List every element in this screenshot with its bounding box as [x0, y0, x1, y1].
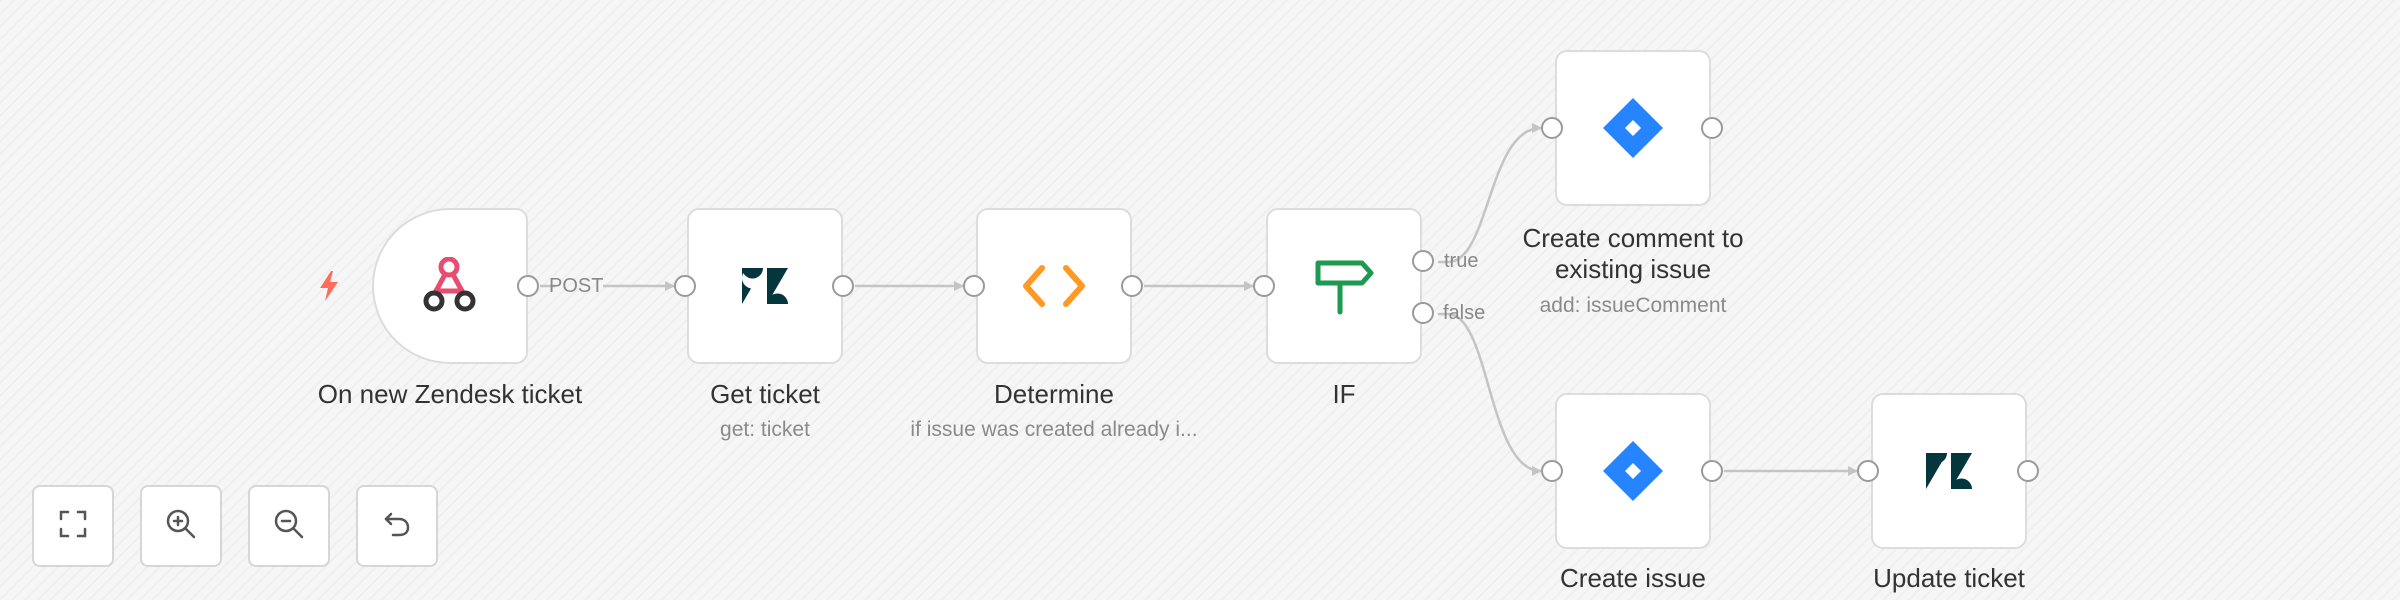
output-port-create-issue[interactable] [1701, 460, 1723, 482]
input-port-determine[interactable] [963, 275, 985, 297]
node-label-update-ticket: Update ticket [1873, 563, 2025, 593]
zendesk-icon [740, 266, 790, 306]
node-create-comment[interactable] [1555, 50, 1711, 206]
node-determine[interactable] [976, 208, 1132, 364]
edge-label-post: POST [549, 275, 604, 297]
node-label-create-comment-line1: Create comment to [1522, 223, 1744, 253]
node-label-on-new-zendesk-ticket: On new Zendesk ticket [317, 379, 583, 409]
fit-view-button[interactable] [32, 485, 114, 567]
node-sublabel-create-comment: add: issueComment [1539, 294, 1727, 317]
jira-icon [1601, 439, 1665, 503]
input-port-update-ticket[interactable] [1857, 460, 1879, 482]
zoom-out-icon [273, 508, 305, 545]
output-port-create-comment[interactable] [1701, 117, 1723, 139]
input-port-get-ticket[interactable] [674, 275, 696, 297]
node-update-ticket[interactable] [1871, 393, 2027, 549]
reset-zoom-button[interactable] [356, 485, 438, 567]
trigger-bolt-icon [317, 270, 341, 307]
zoom-in-icon [165, 508, 197, 545]
node-label-determine: Determine [994, 379, 1114, 409]
node-get-ticket[interactable] [687, 208, 843, 364]
output-port-determine[interactable] [1121, 275, 1143, 297]
connection-if-true-to-create-comment[interactable] [1438, 123, 1542, 264]
edge-label-false: false [1443, 302, 1486, 324]
node-if[interactable] [1266, 208, 1422, 364]
input-port-create-comment[interactable] [1541, 117, 1563, 139]
output-port-get-ticket[interactable] [832, 275, 854, 297]
code-icon [1022, 264, 1086, 308]
edge-label-true: true [1444, 250, 1479, 272]
zoom-out-button[interactable] [248, 485, 330, 567]
input-port-if[interactable] [1253, 275, 1275, 297]
signpost-icon [1313, 257, 1375, 315]
jira-icon [1601, 96, 1665, 160]
output-port-webhook[interactable] [517, 275, 539, 297]
connection-if-false-to-create-issue[interactable] [1438, 312, 1542, 476]
output-port-if-false[interactable] [1412, 302, 1434, 324]
node-on-new-zendesk-ticket[interactable] [372, 208, 528, 364]
input-port-create-issue[interactable] [1541, 460, 1563, 482]
node-sublabel-determine: if issue was created already i... [910, 418, 1198, 441]
node-label-get-ticket: Get ticket [710, 379, 820, 409]
zoom-in-button[interactable] [140, 485, 222, 567]
node-label-create-issue: Create issue [1560, 563, 1706, 593]
output-port-if-true[interactable] [1412, 250, 1434, 272]
node-create-issue[interactable] [1555, 393, 1711, 549]
output-port-update-ticket[interactable] [2017, 460, 2039, 482]
fit-view-icon [58, 509, 88, 544]
reset-icon [381, 508, 413, 545]
webhook-icon [418, 257, 482, 315]
node-label-if: IF [1332, 379, 1356, 409]
node-label-create-comment-line2: existing issue [1554, 254, 1712, 284]
zendesk-icon [1924, 451, 1974, 491]
